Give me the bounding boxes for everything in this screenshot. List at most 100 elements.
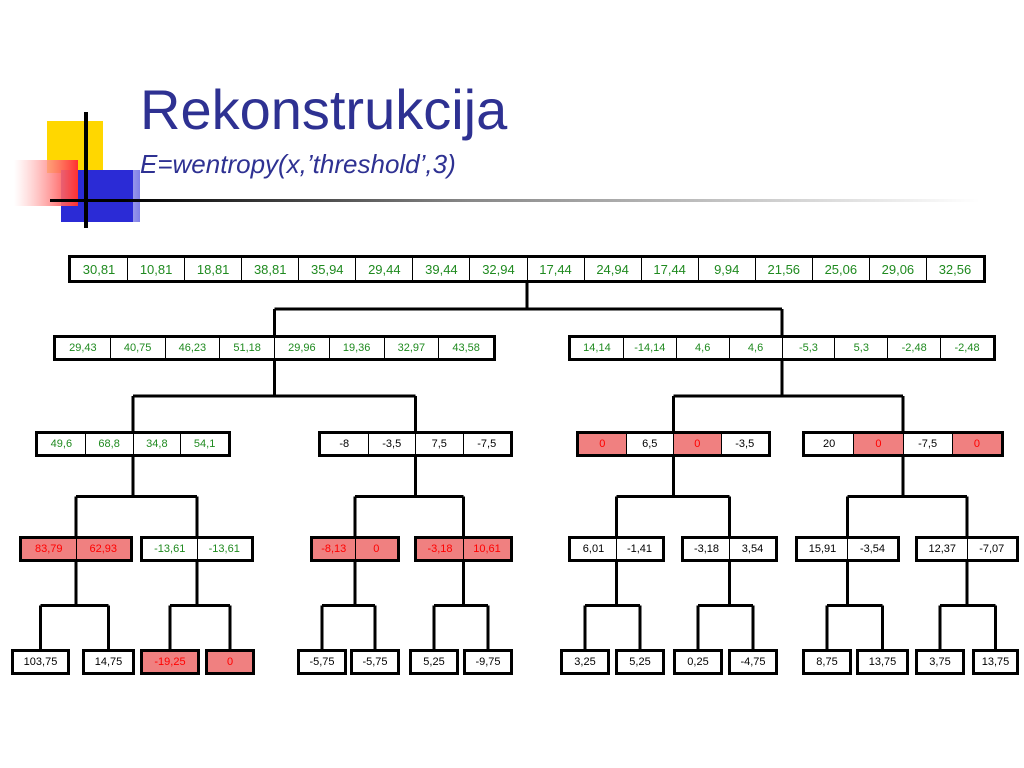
coefficient-cell: -5,3 bbox=[781, 338, 835, 358]
slide-title: Rekonstrukcija bbox=[140, 78, 508, 141]
coefficient-cell: 0 bbox=[208, 652, 252, 672]
coefficient-cell: 8,75 bbox=[816, 656, 838, 668]
coefficient-cell: 51,18 bbox=[219, 338, 274, 358]
coefficient-cell: -4,75 bbox=[740, 656, 766, 668]
tree-level4-node: 3,25 bbox=[560, 649, 610, 675]
coefficient-cell: -13,61 bbox=[154, 543, 186, 555]
tree-level4-node: 0 bbox=[205, 649, 255, 675]
coefficient-cell: 0 bbox=[951, 434, 1001, 454]
coefficient-cell: 103,75 bbox=[23, 656, 58, 668]
deco-red-square bbox=[14, 160, 78, 206]
coefficient-cell: 40,75 bbox=[109, 338, 165, 358]
coefficient-cell: 43,58 bbox=[438, 338, 493, 358]
coefficient-cell: -5,75 bbox=[362, 656, 388, 668]
coefficient-cell: 14,14 bbox=[583, 342, 611, 354]
coefficient-cell: 17,44 bbox=[526, 258, 584, 280]
coefficient-cell: 18,81 bbox=[184, 258, 241, 280]
tree-level4-node: 3,75 bbox=[915, 649, 965, 675]
coefficient-cell: 19,36 bbox=[328, 338, 384, 358]
title-divider bbox=[50, 199, 980, 202]
tree-level4-node: -9,75 bbox=[463, 649, 513, 675]
coefficient-cell: -7,5 bbox=[462, 434, 511, 454]
coefficient-cell: 62,93 bbox=[75, 539, 130, 559]
coefficient-cell: 29,43 bbox=[69, 342, 97, 354]
coefficient-cell: -14,14 bbox=[622, 338, 676, 358]
coefficient-cell: 24,94 bbox=[583, 258, 641, 280]
coefficient-cell: 34,8 bbox=[132, 434, 181, 454]
tree-level3-node: 15,91-3,54 bbox=[795, 536, 900, 562]
deco-blue-fade bbox=[100, 170, 140, 222]
coefficient-cell: -7,5 bbox=[902, 434, 952, 454]
coefficient-cell: 83,79 bbox=[22, 539, 76, 559]
coefficient-cell: 0 bbox=[354, 539, 397, 559]
coefficient-cell: 14,75 bbox=[94, 656, 123, 668]
coefficient-cell: 5,25 bbox=[423, 656, 445, 668]
coefficient-cell: -13,61 bbox=[196, 539, 252, 559]
coefficient-cell: 30,81 bbox=[82, 261, 116, 277]
coefficient-cell: -2,48 bbox=[940, 338, 993, 358]
tree-level3-node: 6,01 -1,41 bbox=[568, 536, 665, 562]
coefficient-cell: 13,75 bbox=[868, 656, 897, 668]
coefficient-cell: 3,25 bbox=[574, 656, 596, 668]
coefficient-cell: 12,37 bbox=[928, 543, 957, 555]
coefficient-cell: 4,6 bbox=[675, 338, 729, 358]
tree-level4-node: 103,75 bbox=[11, 649, 70, 675]
coefficient-cell: 21,56 bbox=[754, 258, 812, 280]
coefficient-cell: -7,07 bbox=[966, 539, 1017, 559]
coefficient-cell: 25,06 bbox=[811, 258, 869, 280]
coefficient-cell: 32,97 bbox=[383, 338, 439, 358]
coefficient-cell: -2,48 bbox=[887, 338, 940, 358]
coefficient-cell: 49,6 bbox=[50, 438, 73, 450]
coefficient-cell: 3,75 bbox=[929, 656, 951, 668]
coefficient-cell: 29,44 bbox=[355, 258, 412, 280]
coefficient-cell: 38,81 bbox=[241, 258, 298, 280]
coefficient-cell: -8,13 bbox=[313, 539, 355, 559]
coefficient-cell: -9,75 bbox=[475, 656, 501, 668]
coefficient-cell: 5,3 bbox=[834, 338, 887, 358]
coefficient-cell: 13,75 bbox=[981, 656, 1010, 668]
tree-level4-node: 5,25 bbox=[409, 649, 459, 675]
coefficient-cell: -3,54 bbox=[847, 539, 897, 559]
coefficient-cell: 32,94 bbox=[469, 258, 526, 280]
coefficient-cell: 54,1 bbox=[180, 434, 228, 454]
slide-subtitle: E=wentropy(x,’threshold’,3) bbox=[140, 149, 456, 179]
slide-decoration bbox=[14, 112, 140, 228]
coefficient-cell: 6,5 bbox=[625, 434, 674, 454]
coefficient-cell: 10,81 bbox=[127, 258, 184, 280]
coefficient-cell: 7,5 bbox=[415, 434, 463, 454]
coefficient-cell: -3,18 bbox=[693, 543, 720, 555]
coefficient-cell: -5,75 bbox=[309, 656, 335, 668]
tree-level4-node: -5,75 bbox=[350, 649, 400, 675]
coefficient-cell: -1,41 bbox=[616, 539, 662, 559]
coefficient-cell: 9,94 bbox=[697, 258, 755, 280]
coefficient-cell: 4,6 bbox=[728, 338, 782, 358]
coefficient-cell: 0 bbox=[673, 434, 721, 454]
coefficient-cell: 5,25 bbox=[629, 656, 651, 668]
coefficient-cell: 0,25 bbox=[687, 656, 709, 668]
tree-level4-node: 13,75 bbox=[856, 649, 909, 675]
tree-level4-node: -4,75 bbox=[728, 649, 778, 675]
tree-level4-node: 8,75 bbox=[802, 649, 852, 675]
coefficient-cell: 10,61 bbox=[463, 539, 510, 559]
coefficient-cell: 46,23 bbox=[164, 338, 220, 358]
tree-level4-node: -5,75 bbox=[297, 649, 347, 675]
coefficient-cell: 35,94 bbox=[298, 258, 355, 280]
coefficient-cell: 17,44 bbox=[640, 258, 698, 280]
tree-level4-node: 0,25 bbox=[673, 649, 723, 675]
coefficient-cell: -3,5 bbox=[367, 434, 416, 454]
coefficient-cell: 29,96 bbox=[274, 338, 329, 358]
coefficient-cell: 20 bbox=[823, 438, 836, 450]
coefficient-cell: 6,01 bbox=[582, 543, 605, 555]
deco-vertical-line bbox=[84, 112, 88, 228]
